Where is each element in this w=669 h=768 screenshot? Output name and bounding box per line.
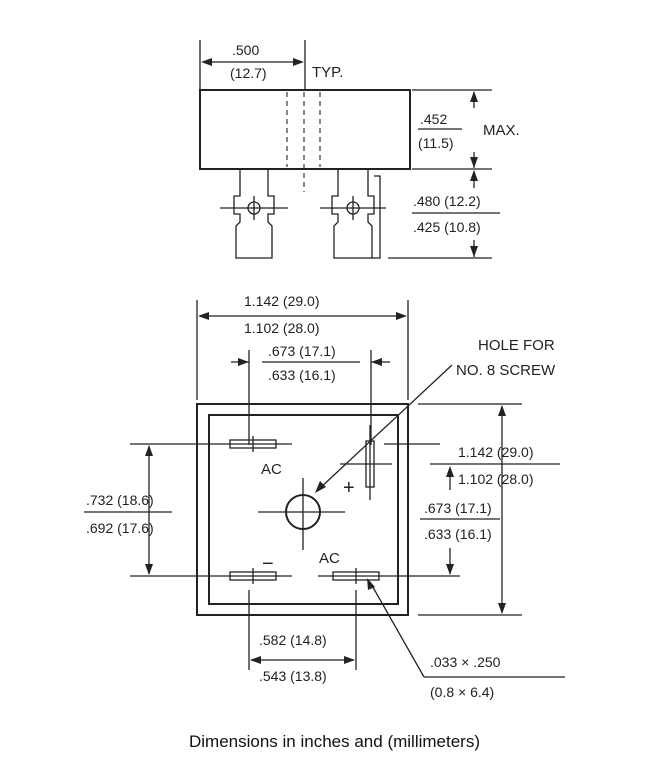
hole-note-line1: HOLE FOR	[478, 337, 555, 354]
hole-note-line2: NO. 8 SCREW	[456, 362, 556, 379]
terminal-minus	[130, 568, 292, 584]
bottom-max-label: .582 (14.8)	[259, 632, 327, 648]
package-body-outer	[196, 403, 409, 616]
lead-length-max-label: .480 (12.2)	[413, 193, 481, 209]
left-min-label: .692 (17.6)	[86, 520, 154, 536]
left-max-label: .732 (18.6)	[86, 492, 154, 508]
terminal-plus	[340, 425, 392, 500]
right-inner-max-label: .673 (17.1)	[424, 500, 492, 516]
lead-length-min-label: .425 (10.8)	[413, 219, 481, 235]
height-inch-label: .452	[420, 111, 447, 127]
ac-top-label: AC	[261, 461, 282, 478]
package-body-inner	[208, 414, 399, 605]
inner-width-max-label: .673 (17.1)	[268, 343, 336, 359]
left-lead	[220, 169, 288, 259]
right-lead	[320, 169, 386, 259]
minus-label: −	[262, 553, 274, 575]
right-inner-min-label: .633 (16.1)	[424, 526, 492, 542]
height-max-label: MAX.	[483, 122, 520, 139]
bottom-min-label: .543 (13.8)	[259, 668, 327, 684]
height-mm-label: (11.5)	[418, 135, 454, 151]
body-width-max-label: 1.142 (29.0)	[244, 293, 320, 309]
ac-bottom-label: AC	[319, 550, 340, 567]
plus-label: +	[343, 477, 355, 499]
pitch-inch-label: .500	[232, 42, 259, 58]
top-view: 1.142 (29.0) 1.102 (28.0) .673 (17.1) .6…	[84, 293, 565, 700]
side-view: .500 (12.7) TYP. .452	[199, 40, 520, 259]
pitch-typ-label: TYP.	[312, 64, 343, 81]
terminal-ac-bottom	[318, 568, 392, 584]
terminal-size-mm-label: (0.8 × 6.4)	[430, 684, 494, 700]
caption: Dimensions in inches and (millimeters)	[189, 732, 480, 751]
mounting-hole	[258, 478, 345, 550]
package-body-side	[199, 89, 411, 170]
right-body-max-label: 1.142 (29.0)	[458, 444, 534, 460]
inner-width-min-label: .633 (16.1)	[268, 367, 336, 383]
terminal-ac-top	[130, 436, 292, 452]
pitch-mm-label: (12.7)	[230, 65, 267, 81]
terminal-size-inch-label: .033 × .250	[430, 654, 501, 670]
right-body-min-label: 1.102 (28.0)	[458, 471, 534, 487]
body-width-min-label: 1.102 (28.0)	[244, 320, 320, 336]
